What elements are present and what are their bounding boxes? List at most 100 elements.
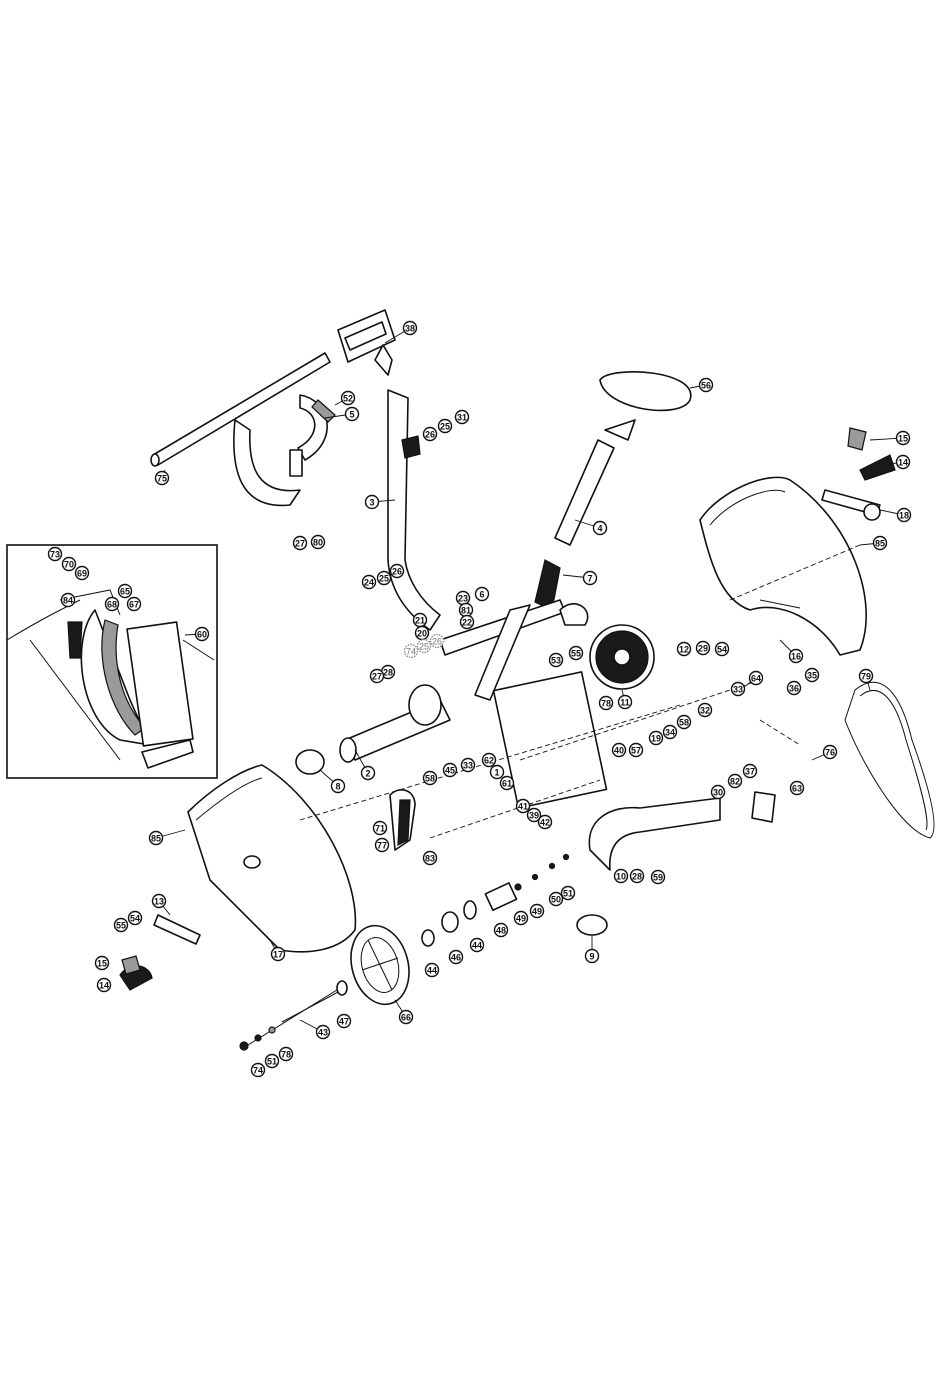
callout-label: 12 [679, 645, 689, 655]
callout-label: 25 [419, 642, 429, 652]
callout-44: 44 [426, 964, 439, 977]
callout-54: 54 [716, 643, 729, 656]
handlebar-assembly [151, 353, 335, 505]
callout-58: 58 [424, 772, 437, 785]
callout-24: 24 [363, 576, 376, 589]
callout-14: 14 [98, 979, 111, 992]
callout-6: 6 [476, 588, 489, 601]
callout-33: 33 [462, 759, 475, 772]
callout-58: 58 [678, 716, 691, 729]
callout-16: 16 [790, 650, 803, 663]
callout-74: 74 [252, 1064, 265, 1077]
callout-30: 30 [712, 786, 725, 799]
callout-label: 44 [472, 941, 482, 951]
callout-56: 56 [700, 379, 713, 392]
callout-15: 15 [96, 957, 109, 970]
callout-label: 83 [425, 854, 435, 864]
callout-27: 27 [294, 537, 307, 550]
callout-label: 28 [383, 668, 393, 678]
callout-28: 28 [631, 870, 644, 883]
callout-38: 38 [404, 322, 417, 335]
callout-label: 2 [365, 769, 370, 779]
callout-25: 25 [418, 640, 431, 653]
callout-label: 78 [281, 1050, 291, 1060]
callout-73: 73 [49, 548, 62, 561]
seat-post [535, 372, 691, 610]
callout-label: 39 [529, 811, 539, 821]
callout-label: 24 [364, 578, 374, 588]
callout-label: 62 [484, 756, 494, 766]
callout-63: 63 [791, 782, 804, 795]
callout-label: 79 [861, 672, 871, 682]
callout-78: 78 [280, 1048, 293, 1061]
callout-label: 27 [295, 539, 305, 549]
callout-label: 58 [679, 718, 689, 728]
callout-4: 4 [594, 522, 607, 535]
callout-label: 63 [792, 784, 802, 794]
callout-21: 21 [414, 614, 427, 627]
callout-32: 32 [699, 704, 712, 717]
callout-71: 71 [374, 822, 387, 835]
callout-label: 54 [717, 645, 727, 655]
callout-68: 68 [106, 598, 119, 611]
callout-label: 64 [751, 674, 761, 684]
callout-label: 13 [154, 897, 164, 907]
callout-label: 31 [457, 413, 467, 423]
callout-12: 12 [678, 643, 691, 656]
callout-label: 71 [375, 824, 385, 834]
callout-label: 73 [50, 550, 60, 560]
callout-label: 18 [899, 511, 909, 521]
callout-57: 57 [630, 744, 643, 757]
callout-label: 44 [427, 966, 437, 976]
callout-label: 75 [157, 474, 167, 484]
callout-78: 78 [600, 697, 613, 710]
callout-31: 31 [456, 411, 469, 424]
callout-26: 26 [391, 565, 404, 578]
callout-15: 15 [897, 432, 910, 445]
callout-label: 43 [318, 1028, 328, 1038]
callout-label: 50 [551, 895, 561, 905]
callout-label: 55 [116, 921, 126, 931]
callout-label: 49 [516, 914, 526, 924]
callout-13: 13 [153, 895, 166, 908]
callout-51: 51 [562, 887, 575, 900]
callout-44: 44 [471, 939, 484, 952]
callout-70: 70 [63, 558, 76, 571]
callout-label: 29 [698, 644, 708, 654]
callout-55: 55 [115, 919, 128, 932]
callout-49: 49 [531, 905, 544, 918]
callout-77: 77 [376, 839, 389, 852]
callout-74: 74 [405, 645, 418, 658]
callout-label: 51 [267, 1057, 277, 1067]
front-stabilizer [296, 685, 450, 774]
callout-23: 23 [457, 592, 470, 605]
callout-label: 14 [898, 458, 908, 468]
callout-label: 27 [372, 672, 382, 682]
callout-83: 83 [424, 852, 437, 865]
callout-label: 14 [99, 981, 109, 991]
callout-label: 57 [631, 746, 641, 756]
callout-82: 82 [729, 775, 742, 788]
callout-label: 45 [445, 766, 455, 776]
callout-62: 62 [483, 754, 496, 767]
callout-label: 55 [571, 649, 581, 659]
callout-36: 36 [788, 682, 801, 695]
callout-11: 11 [619, 696, 632, 709]
callout-label: 17 [273, 950, 283, 960]
callout-label: 84 [63, 596, 73, 606]
callout-54: 54 [129, 912, 142, 925]
callout-1: 1 [491, 766, 504, 779]
callout-22: 22 [461, 616, 474, 629]
callout-label: 33 [733, 685, 743, 695]
callout-label: 32 [700, 706, 710, 716]
callout-46: 46 [450, 951, 463, 964]
callout-label: 21 [415, 616, 425, 626]
callout-label: 48 [496, 926, 506, 936]
callout-51: 51 [266, 1055, 279, 1068]
callout-label: 37 [745, 767, 755, 777]
callout-label: 6 [479, 590, 484, 600]
callout-label: 85 [875, 539, 885, 549]
callout-label: 33 [463, 761, 473, 771]
callout-25: 25 [378, 572, 391, 585]
callout-label: 81 [461, 606, 471, 616]
